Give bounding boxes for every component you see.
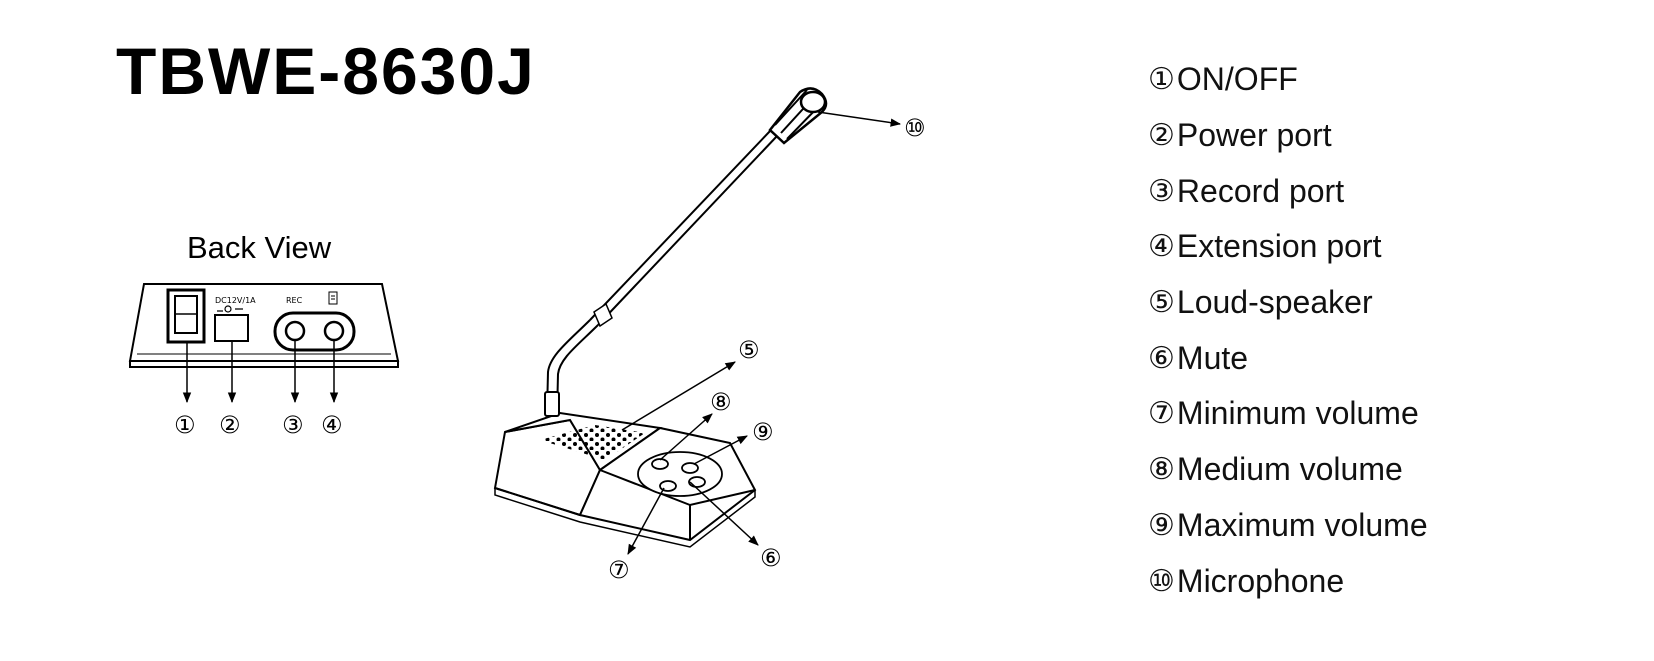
callout-7: ⑦ [608,556,630,584]
dc-port-label: DC12V/1A [215,296,256,305]
legend-number: ⑥ [1148,340,1175,376]
callout-1: ① [174,411,196,439]
callout-8: ⑧ [710,388,732,416]
microphone-unit [493,87,828,548]
callout-3: ③ [282,411,304,439]
legend-number: ⑧ [1148,452,1175,488]
callout-9: ⑨ [752,418,774,446]
product-title: TBWE-8630J [116,34,536,108]
legend-label: Medium volume [1176,451,1403,488]
back-view-panel [128,283,400,368]
legend-label: Mute [1176,339,1249,376]
legend-label: Microphone [1176,562,1345,599]
microphone-leaders [621,111,902,555]
legend-label: Loud-speaker [1176,284,1373,321]
legend-number: ⑩ [1148,563,1175,599]
callout-4: ④ [321,411,343,439]
legend-label: Maximum volume [1176,506,1428,543]
back-view-leaders [182,340,339,404]
legend-label: Record port [1176,172,1345,209]
extension-port-icon [328,291,338,305]
control-buttons [637,451,723,497]
rec-port-label: REC [286,296,303,305]
legend-number: ⑨ [1148,507,1175,543]
legend-label: Minimum volume [1176,395,1419,432]
legend-number: ⑤ [1148,285,1175,321]
legend-number: ③ [1148,173,1175,209]
callout-6: ⑥ [760,544,782,572]
legend-number: ④ [1148,229,1175,265]
back-view-title: Back View [187,230,332,265]
legend-number: ② [1148,118,1175,154]
legend-label: Extension port [1176,228,1382,265]
callout-10: ⑩ [904,114,926,142]
legend-number: ⑦ [1148,396,1175,432]
legend-label: Power port [1176,117,1332,154]
legend-label: ON/OFF [1176,61,1298,98]
legend-number: ① [1148,62,1175,98]
callout-5: ⑤ [738,336,760,364]
callout-2: ② [219,411,241,439]
power-switch [166,288,206,344]
